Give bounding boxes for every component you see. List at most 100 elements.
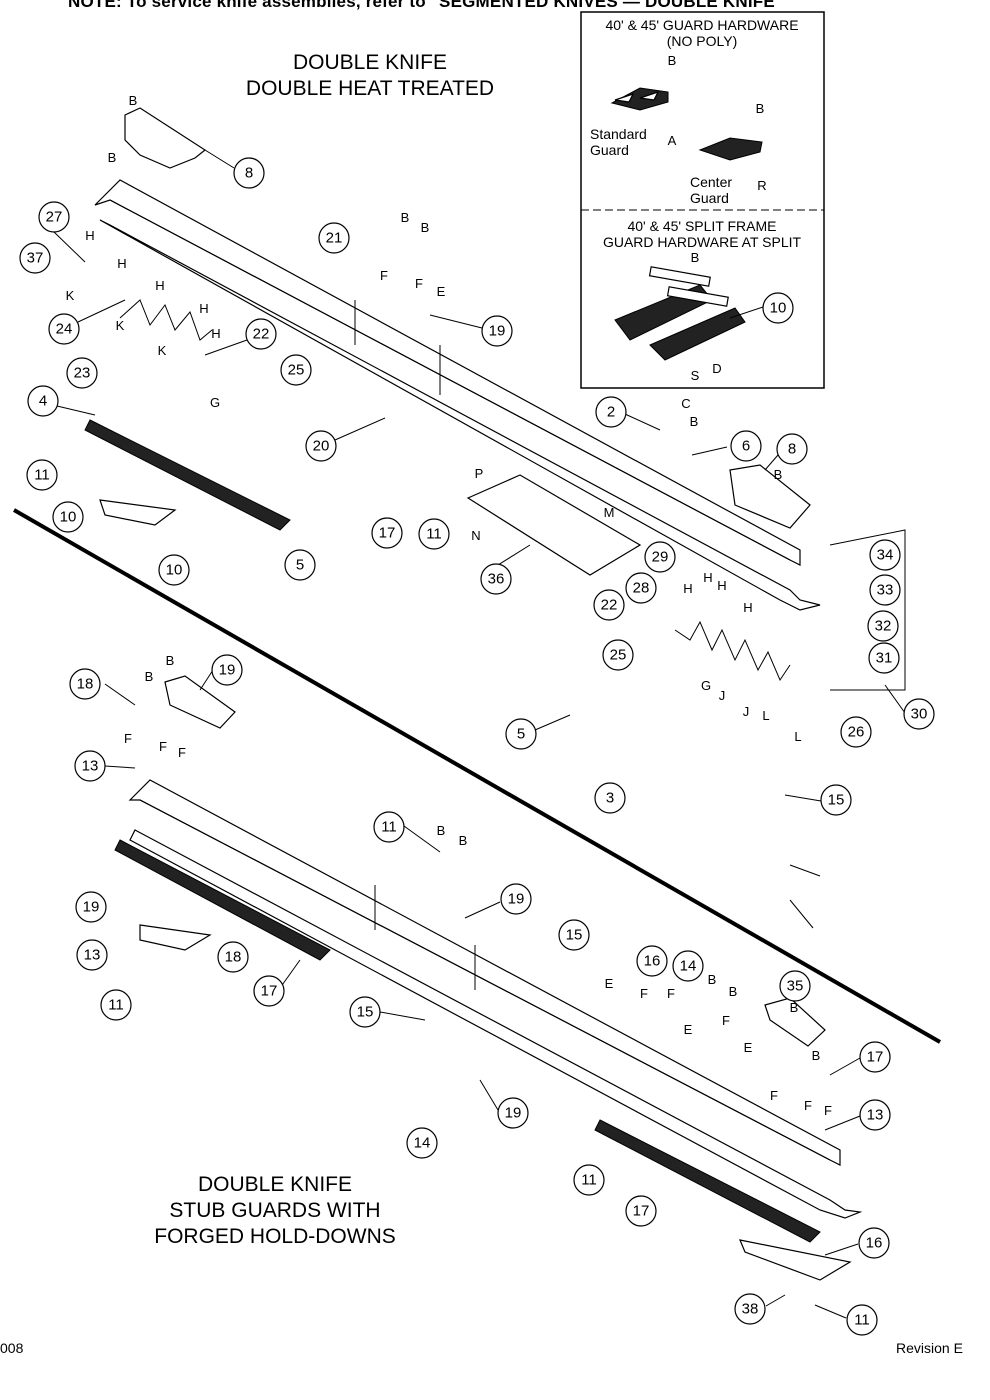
svg-text:17: 17 bbox=[867, 1049, 884, 1066]
top-guard-assembly bbox=[84, 419, 291, 531]
callout-19: 19 bbox=[211, 654, 243, 686]
leader-line bbox=[334, 417, 386, 441]
inset-title-line: GUARD HARDWARE AT SPLIT bbox=[602, 234, 802, 250]
svg-text:22: 22 bbox=[601, 597, 618, 614]
leader-line bbox=[204, 149, 235, 169]
bracket-30-outline bbox=[829, 529, 906, 691]
top-cutterbar bbox=[94, 179, 821, 611]
ref-letter-F: F bbox=[124, 731, 132, 746]
ref-letter-B: B bbox=[790, 1000, 799, 1015]
knife-back-shield bbox=[124, 107, 207, 169]
ref-letter-E: E bbox=[437, 284, 446, 299]
ref-letter-B: B bbox=[145, 669, 154, 684]
svg-text:4: 4 bbox=[39, 393, 47, 410]
callout-17: 17 bbox=[371, 517, 403, 549]
split-guard-illustration bbox=[614, 266, 746, 361]
ref-letter-P: P bbox=[475, 466, 484, 481]
callout-19: 19 bbox=[75, 891, 107, 923]
label-standard-guard: Standard Guard bbox=[590, 126, 647, 158]
section-divider bbox=[13, 508, 941, 1044]
inset-box bbox=[580, 11, 825, 389]
ref-letter-H: H bbox=[117, 256, 126, 271]
svg-text:10: 10 bbox=[770, 300, 787, 317]
ref-letter-F: F bbox=[415, 276, 423, 291]
ref-letter-B: B bbox=[774, 467, 783, 482]
svg-text:22: 22 bbox=[253, 326, 270, 343]
callout-26: 26 bbox=[840, 716, 872, 748]
leader-line bbox=[784, 794, 822, 802]
ref-letter-L: L bbox=[794, 729, 801, 744]
heading-line: DOUBLE KNIFE bbox=[292, 51, 448, 74]
ref-letter-G: G bbox=[701, 678, 711, 693]
spring-23 bbox=[119, 299, 213, 341]
leader-line bbox=[56, 405, 96, 416]
svg-text:21: 21 bbox=[326, 230, 343, 247]
svg-text:34: 34 bbox=[877, 547, 894, 564]
ref-letter-F: F bbox=[380, 268, 388, 283]
callout-22: 22 bbox=[593, 589, 625, 621]
ref-letter-H: H bbox=[211, 326, 220, 341]
svg-text:11: 11 bbox=[108, 997, 124, 1014]
inset-title-split-frame: 40' & 45' SPLIT FRAME GUARD HARDWARE AT … bbox=[582, 218, 822, 250]
svg-text:16: 16 bbox=[644, 953, 661, 970]
leader-line bbox=[429, 314, 483, 329]
callout-10: 10 bbox=[762, 292, 794, 324]
svg-text:13: 13 bbox=[84, 947, 101, 964]
shield-36 bbox=[466, 474, 642, 576]
svg-text:27: 27 bbox=[46, 209, 63, 226]
callout-21: 21 bbox=[318, 222, 350, 254]
svg-text:19: 19 bbox=[489, 323, 506, 340]
ref-letter-N: N bbox=[471, 528, 480, 543]
ref-letter-F: F bbox=[722, 1013, 730, 1028]
label-line: Guard bbox=[590, 142, 629, 158]
callout-22: 22 bbox=[245, 318, 277, 350]
ref-letter-B: B bbox=[708, 972, 717, 987]
svg-text:10: 10 bbox=[60, 509, 77, 526]
svg-text:14: 14 bbox=[680, 958, 697, 975]
ref-letter-B: B bbox=[421, 220, 430, 235]
callout-3: 3 bbox=[594, 782, 626, 814]
leader-line bbox=[479, 1079, 499, 1111]
knife-back-shield-right bbox=[729, 464, 811, 529]
callout-11: 11 bbox=[373, 811, 405, 843]
svg-text:11: 11 bbox=[854, 1312, 870, 1329]
ref-letter-S: S bbox=[691, 368, 700, 383]
leader-line bbox=[824, 1243, 859, 1256]
callout-16: 16 bbox=[636, 945, 668, 977]
ref-letter-H: H bbox=[85, 228, 94, 243]
svg-text:18: 18 bbox=[225, 949, 242, 966]
callout-10: 10 bbox=[52, 501, 84, 533]
callout-14: 14 bbox=[672, 950, 704, 982]
svg-text:31: 31 bbox=[876, 650, 893, 667]
inset-title-line: (NO POLY) bbox=[666, 33, 738, 49]
inset-title-guard-hardware: 40' & 45' GUARD HARDWARE (NO POLY) bbox=[582, 17, 822, 49]
heading-line: DOUBLE KNIFE bbox=[197, 1173, 353, 1196]
svg-text:32: 32 bbox=[875, 618, 892, 635]
svg-text:38: 38 bbox=[742, 1301, 759, 1318]
callout-4: 4 bbox=[27, 385, 59, 417]
svg-text:19: 19 bbox=[83, 899, 100, 916]
service-note: NOTE: To service knife assemblies, refer… bbox=[68, 0, 784, 11]
svg-text:6: 6 bbox=[742, 438, 750, 455]
ref-letter-B: B bbox=[691, 250, 700, 265]
svg-text:14: 14 bbox=[414, 1135, 431, 1152]
leader-line bbox=[379, 1011, 426, 1021]
heading-line: FORGED HOLD-DOWNS bbox=[154, 1225, 396, 1248]
leader-line bbox=[814, 1304, 847, 1319]
svg-text:8: 8 bbox=[788, 441, 796, 458]
svg-text:28: 28 bbox=[633, 580, 650, 597]
ref-letter-H: H bbox=[155, 278, 164, 293]
leader-line bbox=[534, 714, 571, 731]
leader-line bbox=[884, 684, 906, 714]
ref-letter-H: H bbox=[199, 301, 208, 316]
callout-24: 24 bbox=[48, 313, 80, 345]
callout-34: 34 bbox=[869, 539, 901, 571]
label-line: Center bbox=[690, 174, 733, 190]
callout-13: 13 bbox=[74, 750, 106, 782]
callout-32: 32 bbox=[867, 610, 899, 642]
bottom-guard-assembly bbox=[114, 675, 852, 1281]
svg-text:13: 13 bbox=[867, 1107, 884, 1124]
heading-double-knife-top: DOUBLE KNIFE DOUBLE HEAT TREATED bbox=[215, 50, 525, 102]
svg-text:11: 11 bbox=[34, 467, 50, 484]
